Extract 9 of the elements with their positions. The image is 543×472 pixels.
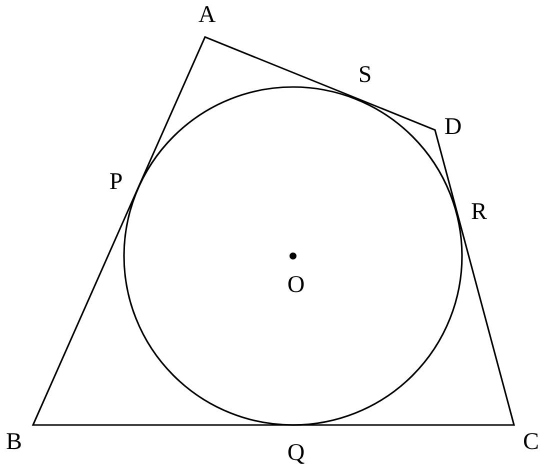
- point-label: R: [471, 200, 487, 224]
- point-label: O: [287, 273, 305, 297]
- point-label: A: [198, 3, 216, 27]
- point-label: B: [6, 430, 22, 454]
- point-label: P: [109, 170, 123, 194]
- point-label: Q: [287, 441, 305, 465]
- point-label: S: [358, 63, 372, 87]
- point-label: D: [444, 115, 462, 139]
- point-label: C: [523, 430, 539, 454]
